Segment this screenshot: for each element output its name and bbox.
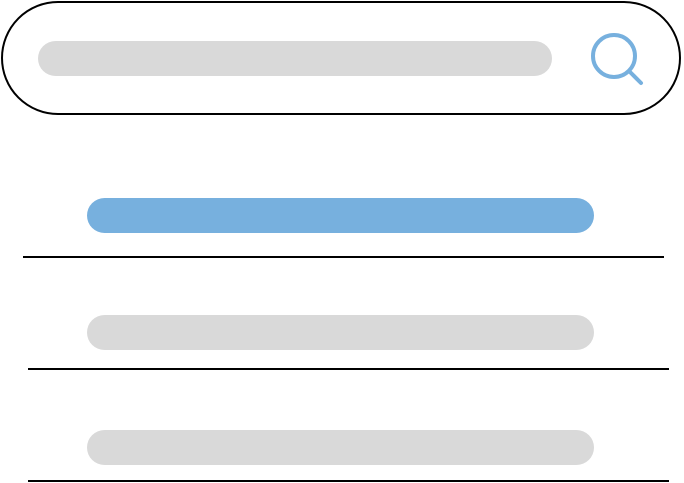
search-icon[interactable] <box>587 31 647 91</box>
result-item-3[interactable] <box>87 430 594 465</box>
search-bar[interactable] <box>1 1 681 115</box>
result-item-1-selected[interactable] <box>87 198 594 233</box>
search-input-placeholder[interactable] <box>38 41 552 76</box>
result-item-2[interactable] <box>87 315 594 350</box>
result-divider-3 <box>28 480 669 482</box>
result-divider-1 <box>23 256 664 258</box>
result-divider-2 <box>28 368 669 370</box>
